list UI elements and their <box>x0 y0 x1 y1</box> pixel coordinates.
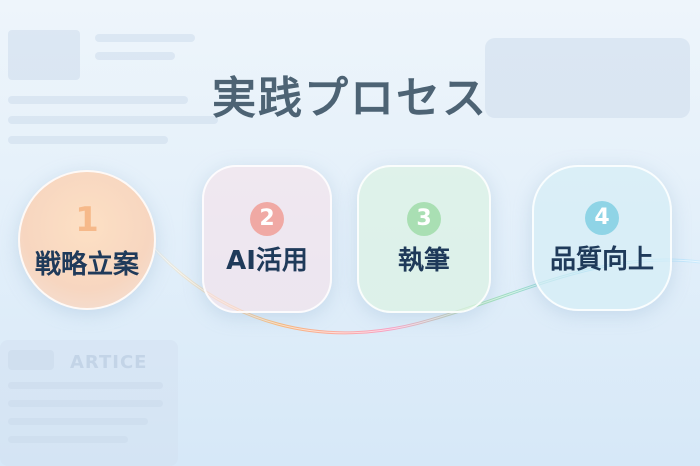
ghost-line <box>8 96 188 104</box>
ghost-line <box>8 418 148 425</box>
ghost-line <box>95 34 195 42</box>
step-2: 2 AI活用 <box>202 165 332 313</box>
step-number: 4 <box>585 200 619 235</box>
ghost-block <box>8 30 80 80</box>
ghost-card <box>0 340 178 466</box>
ghost-line <box>8 350 54 370</box>
step-label: 執筆 <box>397 245 450 276</box>
step-1: 1 戦略立案 <box>18 170 156 310</box>
step-3: 3 執筆 <box>357 165 491 313</box>
step-number: 3 <box>407 201 441 236</box>
step-number: 2 <box>250 201 284 236</box>
ghost-line <box>8 136 168 144</box>
step-label: AI活用 <box>226 245 308 276</box>
ghost-keyboard <box>485 38 690 118</box>
background-label: ARTICE <box>70 352 148 373</box>
step-4: 4 品質向上 <box>532 165 672 311</box>
ghost-line <box>8 382 163 389</box>
step-label: 戦略立案 <box>34 249 139 280</box>
page-title: 実践プロセス <box>212 73 488 124</box>
ghost-line <box>8 400 163 407</box>
ghost-line <box>8 116 218 124</box>
step-number: 1 <box>75 199 99 240</box>
step-label: 品質向上 <box>549 244 654 275</box>
ghost-line <box>8 436 128 443</box>
ghost-line <box>95 52 175 60</box>
